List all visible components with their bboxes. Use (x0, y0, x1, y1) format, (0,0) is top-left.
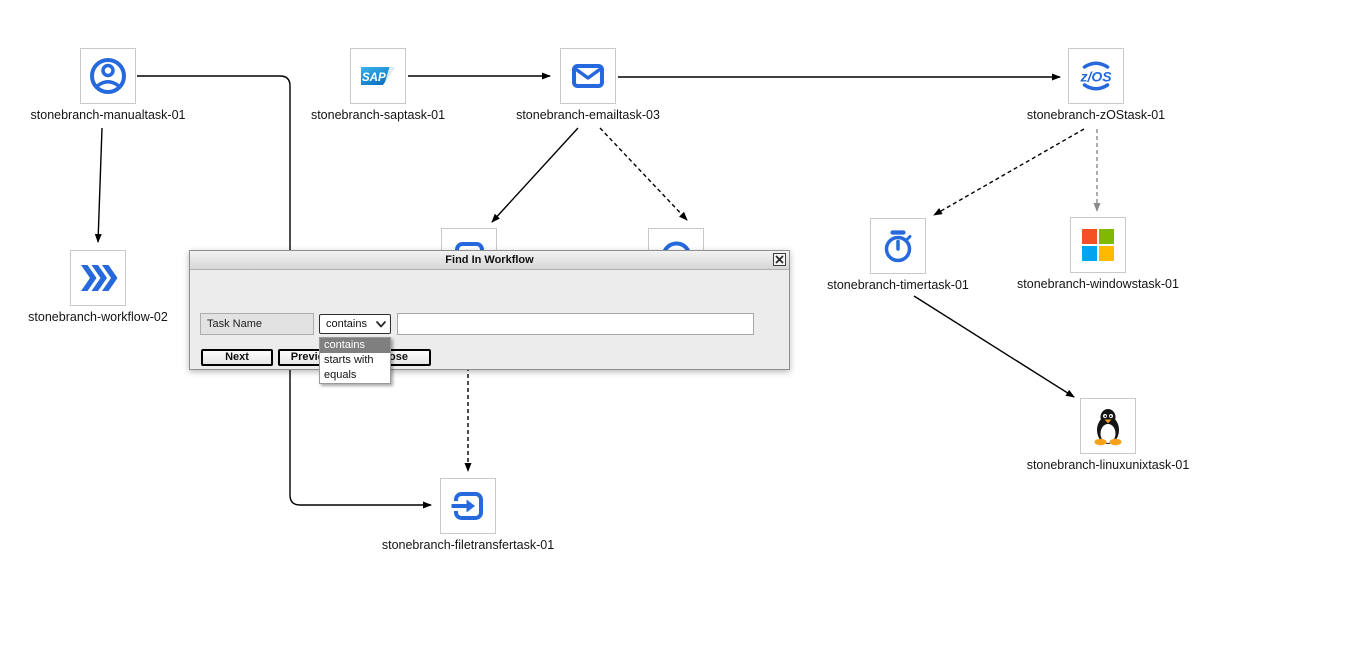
task-node-label: stonebranch-zOStask-01 (1026, 108, 1166, 122)
task-node-box[interactable] (870, 218, 926, 274)
file-transfer-arrow-icon (451, 492, 483, 520)
task-node-label: stonebranch-workflow-02 (28, 310, 168, 324)
chevrons-workflow-icon (81, 265, 118, 291)
operator-option[interactable]: equals (324, 369, 357, 381)
search-input[interactable] (397, 313, 754, 335)
sap-logo-icon: SAP (361, 67, 395, 85)
envelope-icon (572, 64, 604, 88)
task-node-emailtask[interactable]: stonebranch-emailtask-03 (516, 48, 660, 122)
edge-emailtask-to-hidden-task-b (599, 127, 688, 221)
task-node-label: stonebranch-filetransfertask-01 (381, 538, 555, 552)
chevron-down-icon (376, 320, 386, 327)
dialog-title: Find In Workflow (445, 254, 534, 266)
task-node-box[interactable] (1070, 217, 1126, 273)
task-node-linuxunixtask[interactable]: stonebranch-linuxunixtask-01 (1027, 398, 1189, 472)
task-node-saptask[interactable]: SAP stonebranch-saptask-01 (311, 48, 445, 122)
task-node-timertask[interactable]: stonebranch-timertask-01 (827, 218, 969, 292)
dialog-close-button[interactable] (773, 253, 786, 266)
edge-timertask-to-linuxunixtask (913, 295, 1075, 398)
edge-manualtask-to-workflow (94, 127, 103, 243)
windows-logo-icon (1082, 229, 1114, 261)
task-node-box[interactable]: SAP (350, 48, 406, 104)
task-node-label: stonebranch-saptask-01 (310, 108, 446, 122)
find-in-workflow-dialog: Find In Workflow Task Name contains Next… (189, 250, 790, 384)
dialog-body: Task Name contains Next Previous Close c… (190, 270, 789, 384)
close-icon (775, 255, 784, 264)
svg-text:SAP: SAP (362, 72, 386, 84)
dialog-titlebar[interactable]: Find In Workflow (190, 251, 789, 270)
task-node-manualtask[interactable]: stonebranch-manualtask-01 (31, 48, 185, 122)
task-node-label: stonebranch-windowstask-01 (1017, 277, 1179, 291)
linux-tux-icon (1094, 409, 1122, 446)
operator-option[interactable]: starts with (324, 354, 374, 366)
task-node-box[interactable] (1080, 398, 1136, 454)
task-node-label: stonebranch-manualtask-01 (30, 108, 186, 122)
stopwatch-icon (884, 230, 912, 263)
task-node-box[interactable] (560, 48, 616, 104)
edge-emailtask-to-hidden-task-a (491, 127, 579, 223)
task-node-zostask[interactable]: z/OS stonebranch-zOStask-01 (1027, 48, 1165, 122)
task-node-label: stonebranch-linuxunixtask-01 (1026, 458, 1190, 472)
task-node-box[interactable] (70, 250, 126, 306)
task-node-box[interactable] (80, 48, 136, 104)
next-button[interactable]: Next (201, 349, 273, 366)
task-node-box[interactable]: z/OS (1068, 48, 1124, 104)
zos-logo-icon: z/OS (1079, 61, 1112, 91)
task-node-label: stonebranch-emailtask-03 (516, 108, 660, 122)
task-name-field-label: Task Name (200, 313, 314, 335)
svg-text:z/OS: z/OS (1079, 69, 1112, 85)
task-node-box[interactable] (440, 478, 496, 534)
task-node-workflow[interactable]: stonebranch-workflow-02 (28, 250, 168, 324)
task-node-label: stonebranch-timertask-01 (827, 278, 969, 292)
operator-option[interactable]: contains (320, 338, 390, 353)
task-node-filetransfertask[interactable]: stonebranch-filetransfertask-01 (382, 478, 554, 552)
task-node-windowstask[interactable]: stonebranch-windowstask-01 (1017, 217, 1179, 291)
user-circle-icon (90, 58, 126, 94)
edge-zostask-to-timertask (933, 128, 1085, 216)
operator-selected-value: contains (326, 318, 367, 330)
operator-select[interactable]: contains (319, 314, 391, 334)
